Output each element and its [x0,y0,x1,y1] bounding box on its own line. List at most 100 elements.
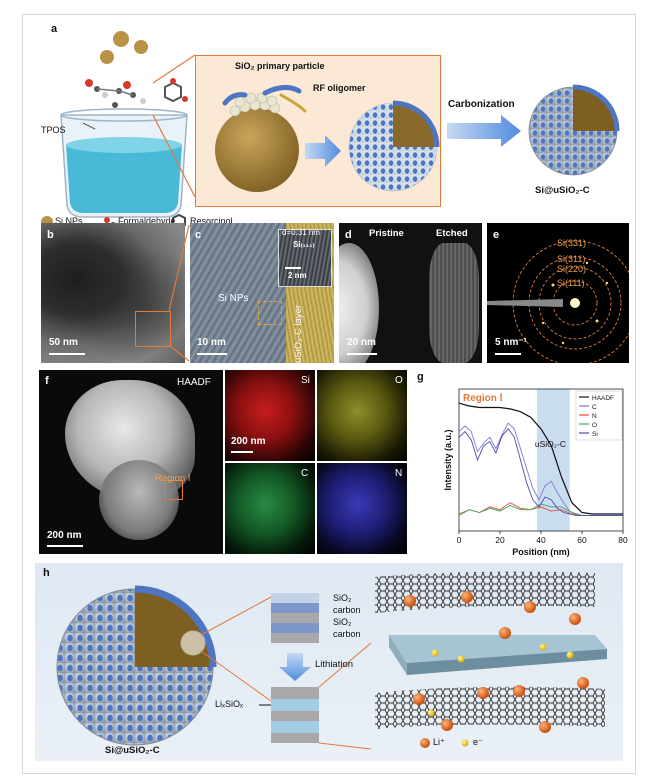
scale-text-si: 200 nm [231,436,266,447]
li-ions [404,591,589,733]
carbonization-arrow [447,115,521,147]
scale-bar-b [49,353,85,355]
region-one-box [165,480,183,500]
scale-text-c: 10 nm [197,337,226,348]
scale-bar-f [47,545,83,547]
etched-label: Etched [436,228,468,239]
si-nps-label: Si NPs [218,293,249,304]
e-legend-label: e⁻ [473,737,483,747]
molecules-icon [85,78,188,108]
legend-resorcinol: Resorcinol [190,216,233,226]
saed-image-e [487,223,629,363]
li-legend-label: Li⁺ [433,737,445,747]
beaker-illustration [60,31,188,218]
ring-label-331: Si(331) [557,238,587,248]
scale-bar-c [197,353,227,355]
panel-d-label: d [345,229,352,241]
shaded-region [536,389,570,531]
series-line-si [458,428,623,516]
panel-b-label: b [47,229,54,241]
series-line-o [458,503,623,516]
panel-c-label: c [195,229,202,241]
lithiation-arrow [279,653,311,681]
inset-lattice [278,229,332,287]
c-map [225,463,315,554]
series-line-haadf [458,402,623,515]
panel-a-label: a [51,23,58,35]
x-axis-label: Position (nm) [512,547,570,557]
ring-label-111: Si(111) [557,278,585,288]
layer-stack-before [271,593,319,643]
layer-label-sio2-1: SiO₂ [333,593,352,603]
x-tick-label: 60 [577,535,587,545]
li-legend-icon [420,738,430,748]
o-map-label: O [395,375,403,386]
scale-text-d: 20 nm [347,337,376,348]
x-tick-label: 40 [536,535,546,545]
ring-label-311: Si(311) [557,254,586,264]
n-map [317,463,407,554]
hrtem-image-c [190,223,334,363]
legend-label-c: C [592,404,597,411]
scale-bar-e [495,353,521,355]
region-label: Region Ⅰ [463,393,503,404]
product-sphere [528,84,620,176]
legend-label-o: O [592,422,597,429]
sio2-slab-side [407,649,607,675]
legend-label-si: Si [592,431,598,438]
lisiox-label: LiₓSiOₓ [215,699,243,709]
layer-label-sio2-2: SiO₂ [333,617,352,627]
particle-growth-illustration [215,85,440,192]
legend-label-haadf: HAADF [592,395,614,402]
panel-h-label: h [43,567,50,579]
growth-arrow [305,135,341,167]
o-map [317,370,407,461]
graphene-sheet-top [375,571,595,613]
zoom-connector [169,224,190,362]
sio2-slab-top [389,635,607,663]
e-legend-icon [461,739,469,747]
graphene-sheet-bottom [375,686,605,729]
y-axis-label: Intensity (a.u.) [443,429,453,490]
sio2-primary-label: SiO₂ primary particle [235,61,325,71]
falling-si-np [134,40,148,54]
product-label-h: Si@uSiO₂-C [105,745,160,756]
haadf-label: HAADF [177,377,211,388]
x-tick-label: 20 [495,535,505,545]
scale-bar-d [347,353,377,355]
falling-si-np [100,50,114,64]
carbonization-label: Carbonization [448,99,515,110]
tem-image-b [41,223,185,363]
zoom-region-b [135,311,171,347]
layer-label: uSiO₂-C layer [293,304,304,363]
layer-label-carbon-2: carbon [333,629,361,639]
panel-g-label: g [417,371,424,383]
panel-f-label: f [45,375,49,387]
falling-si-np [113,31,129,47]
sio2-primary-particles [229,92,281,117]
zoom-lines [152,54,196,198]
inset-source-box [258,301,282,325]
scale-text-f: 200 nm [47,530,82,541]
x-tick-label: 80 [618,535,628,545]
scale-text-b: 50 nm [49,337,78,348]
diffraction-pattern [487,240,629,363]
n-map-label: N [395,468,403,479]
haadf-image [39,370,223,554]
si-map-label: Si [301,375,310,386]
lithiation-label: Lithiation [315,659,354,670]
legend-label-n: N [592,413,597,420]
stem-image-d [339,223,482,363]
si-map [225,370,315,461]
rf-oligomer-chain [222,92,248,106]
scale-bar-si [231,451,253,453]
legend-si-nps: Si NPs [55,216,83,226]
figure-frame: a TPOS Si NPs Formaldehyde Resorcinol [22,14,636,774]
region-one-label: Region Ⅰ [155,473,191,484]
rf-oligomer-chain [262,85,302,96]
si-core-particle [215,108,299,192]
product-label: Si@uSiO₂-C [535,185,590,196]
lithiation-illustration [56,571,607,750]
pristine-label: Pristine [369,228,404,239]
